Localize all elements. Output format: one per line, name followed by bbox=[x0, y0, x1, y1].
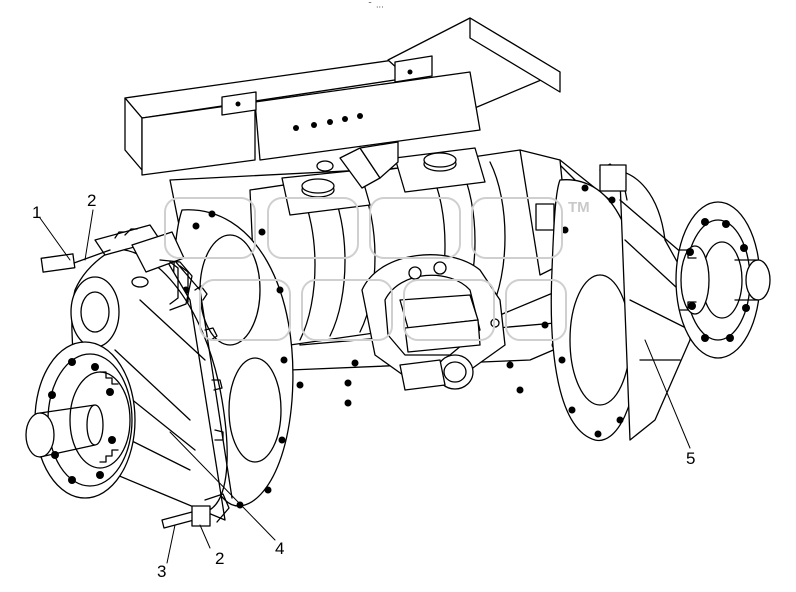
watermark-tm: TM bbox=[568, 199, 590, 216]
leader-3 bbox=[166, 524, 176, 564]
callout-2-top: 2 bbox=[87, 191, 97, 210]
leader-1 bbox=[39, 217, 71, 261]
input-pinion-housing bbox=[361, 254, 506, 391]
leader-4 bbox=[169, 431, 276, 541]
callout-2-bottom: 2 bbox=[215, 549, 225, 568]
callout-3: 3 bbox=[157, 562, 167, 581]
leader-2a bbox=[84, 209, 94, 261]
left-sensor-bracket bbox=[40, 224, 193, 311]
top-mark: ˜ bbox=[368, 1, 372, 10]
leader-2b bbox=[199, 524, 211, 549]
callout-5: 5 bbox=[686, 449, 696, 468]
left-wheel-hub bbox=[25, 341, 136, 499]
callout-4: 4 bbox=[275, 539, 285, 558]
right-flange-plate bbox=[550, 179, 641, 442]
right-wheel-hub bbox=[675, 201, 771, 359]
leader-lines bbox=[39, 209, 691, 564]
watermark-logo bbox=[164, 197, 567, 341]
frame-crossmember bbox=[124, 17, 561, 176]
left-lower-bolt bbox=[161, 493, 230, 529]
right-final-drive bbox=[599, 163, 691, 441]
callout-1: 1 bbox=[32, 203, 42, 222]
leader-5 bbox=[644, 339, 691, 449]
top-mark-dots: ··· bbox=[376, 3, 384, 12]
